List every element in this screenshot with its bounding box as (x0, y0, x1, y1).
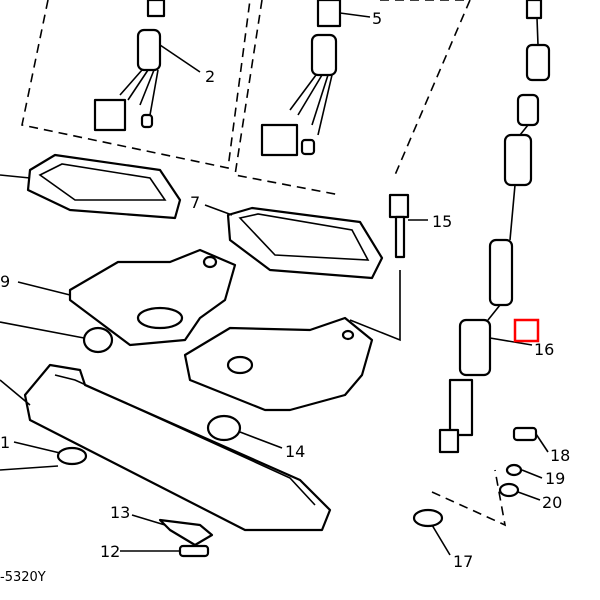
label-18: 18 (550, 446, 570, 465)
label-19: 19 (545, 469, 565, 488)
grommet-right (206, 414, 242, 442)
label-5: 5 (372, 9, 382, 28)
bracket-right (183, 316, 374, 412)
label-20: 20 (542, 493, 562, 512)
bracket-13 (158, 518, 214, 547)
label-14: 14 (285, 442, 305, 461)
bulb-socket-right (260, 0, 342, 157)
washer-19 (505, 463, 523, 477)
clip-17 (412, 508, 444, 528)
dashed-group-right (234, 0, 471, 196)
label-1: 1 (0, 433, 10, 452)
diagram-code: -5320Y (0, 570, 46, 585)
bracket-left (68, 248, 237, 347)
dashed-group-left (21, 0, 251, 169)
meter-case-right (226, 206, 384, 280)
label-13: 13 (110, 503, 130, 522)
bulb-socket-left (93, 0, 166, 132)
grommet-1 (56, 446, 88, 466)
screw-12 (178, 544, 210, 558)
bolt-15 (388, 193, 410, 259)
speedometer-cable (438, 0, 551, 454)
label-2: 2 (205, 67, 215, 86)
highlight-box (513, 318, 540, 343)
lower-cover (23, 363, 332, 532)
meter-case-left (26, 153, 182, 220)
washer-20 (498, 482, 520, 498)
screw-18 (512, 426, 538, 442)
label-15: 15 (432, 212, 452, 231)
dashed-group-17 (431, 469, 507, 527)
label-12: 12 (100, 542, 120, 561)
label-9: 9 (0, 272, 10, 291)
label-17: 17 (453, 552, 473, 571)
grommet-left (82, 326, 114, 354)
label-7: 7 (190, 193, 200, 212)
label-16: 16 (534, 340, 554, 359)
